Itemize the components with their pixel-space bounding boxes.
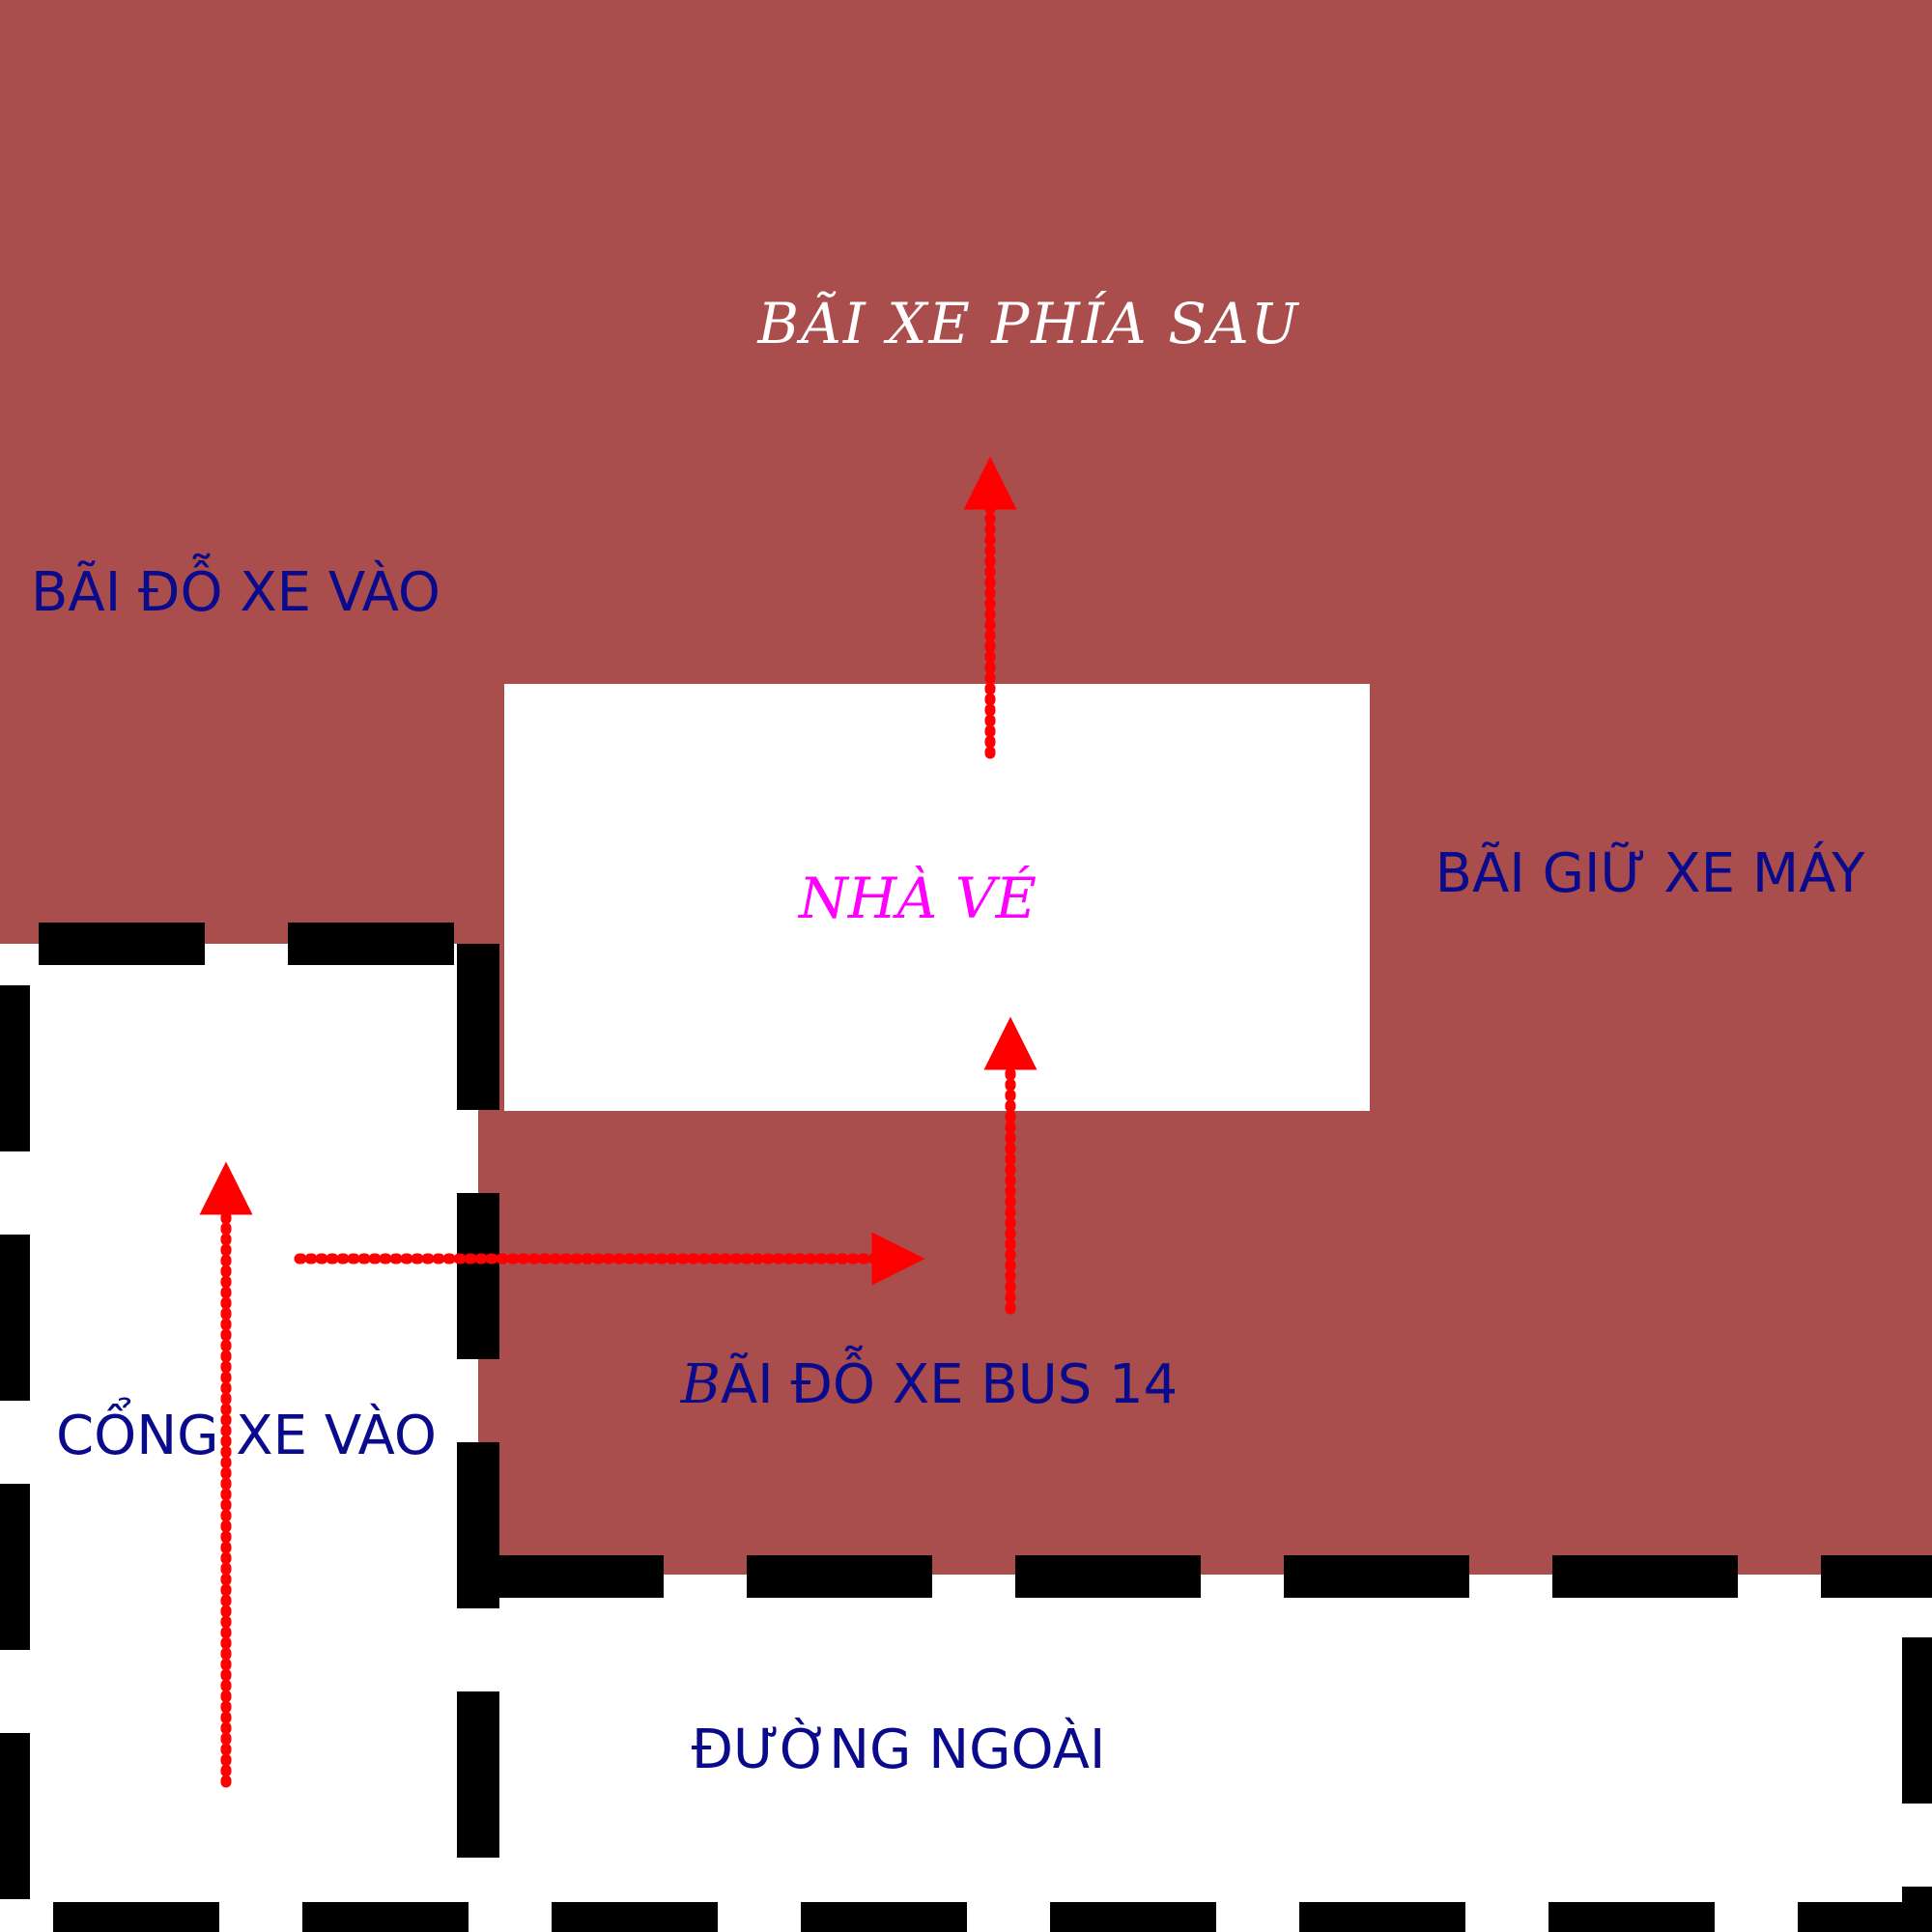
- road-boundary-lines: [0, 923, 1932, 1932]
- bus-lot-label-rest: ÃI ĐỖ XE BUS 14: [721, 1347, 1178, 1416]
- rear-lot-label: BÃI XE PHÍA SAU: [756, 291, 1299, 356]
- ticket-booth-label: NHÀ VÉ: [797, 866, 1037, 931]
- bus-lot-label: BÃI ĐỖ XE BUS 14: [680, 1347, 1179, 1416]
- outer-road-label: ĐƯỜNG NGOÀI: [692, 1719, 1106, 1781]
- entry-gate-label: CỔNG XE VÀO: [56, 1398, 437, 1467]
- motorbike-lot-label: BÃI GIỮ XE MÁY: [1435, 842, 1866, 905]
- traffic-flow-arrows: [199, 456, 1037, 1788]
- bus-lot-label-prefix: B: [680, 1353, 721, 1416]
- ticket-booth-building: [504, 684, 1370, 1111]
- entry-lot-label: BÃI ĐỖ XE VÀO: [31, 554, 440, 624]
